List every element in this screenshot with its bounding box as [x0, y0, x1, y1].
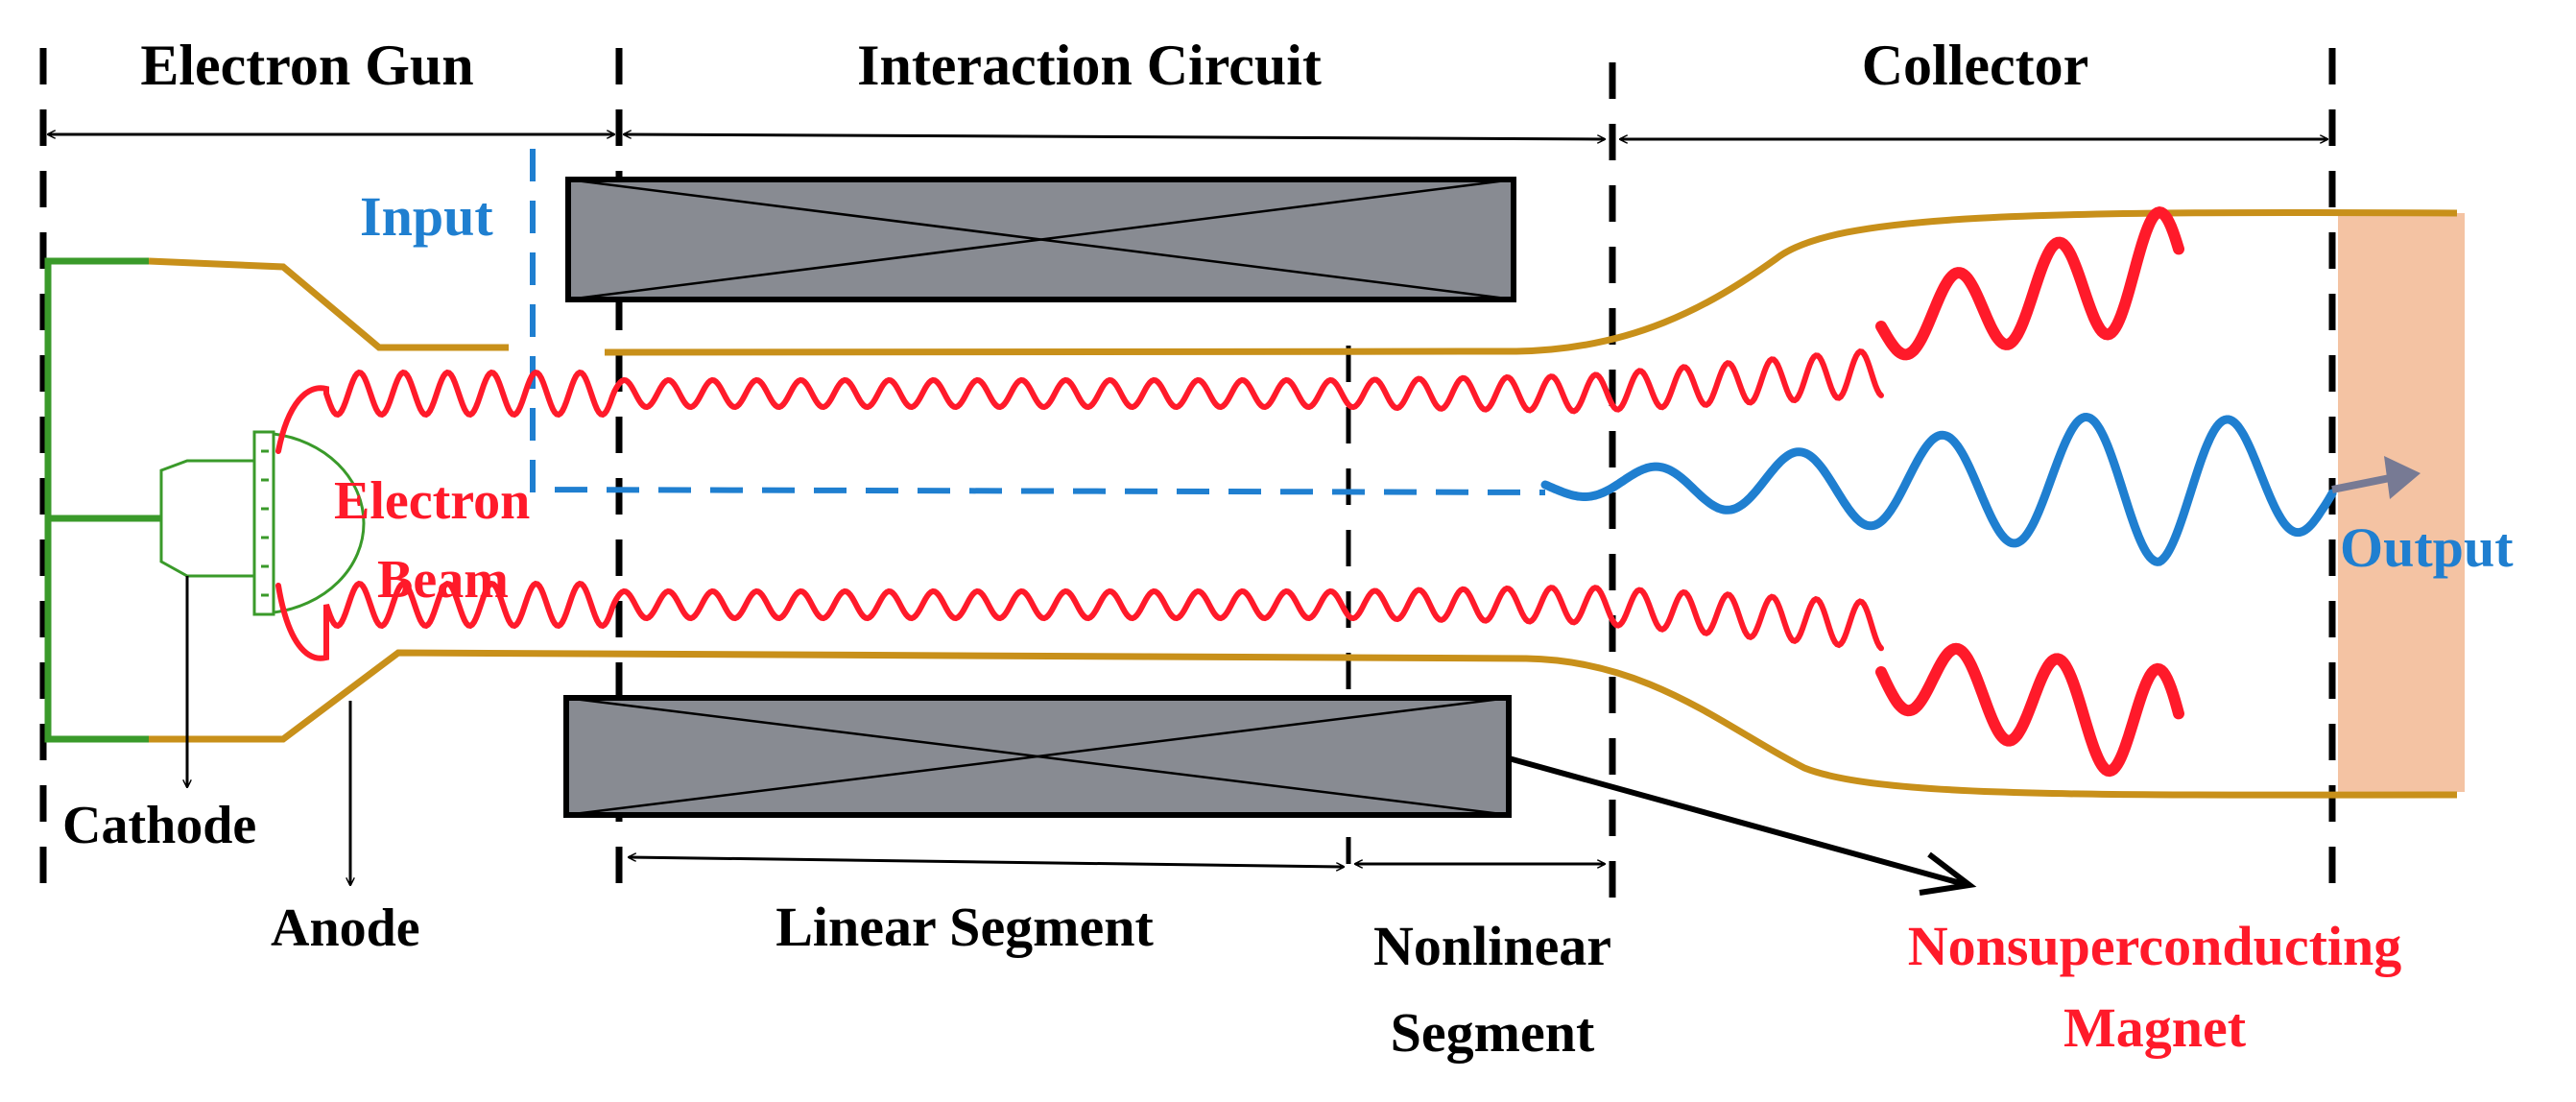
- label-input: Input: [360, 185, 493, 248]
- cathode-body: [159, 459, 256, 578]
- input-coupler: [530, 149, 1546, 495]
- arrow-linear-segment: [629, 857, 1344, 867]
- magnet-pointer-line: [1508, 755, 1968, 888]
- output-arrow-head: [2384, 456, 2421, 499]
- cathode-assembly: [159, 430, 366, 616]
- magnet-pointer-head: [1919, 851, 1977, 896]
- rf-signal-wave: [1540, 412, 2337, 566]
- section-arrows: [48, 134, 2327, 867]
- label-collector: Collector: [1862, 34, 2089, 97]
- gun-wall-top: [148, 257, 509, 351]
- magnet-top: [565, 177, 1516, 302]
- label-interaction-circuit: Interaction Circuit: [857, 34, 1322, 97]
- label-electron-gun: Electron Gun: [140, 34, 473, 97]
- pointer-arrows: [187, 576, 350, 885]
- label-output: Output: [2340, 516, 2514, 579]
- electron-beam-bottom-spent: [1875, 642, 2184, 778]
- label-nonlinear-segment-2: Segment: [1391, 1001, 1595, 1064]
- electron-beam-bottom: [275, 580, 1884, 661]
- electron-beam-top-spent: [1875, 206, 2184, 361]
- label-cathode: Cathode: [62, 796, 256, 855]
- emitter-surface: [273, 432, 366, 614]
- focus-electrode: [252, 430, 275, 616]
- label-electron-beam-1: Electron: [334, 471, 530, 531]
- wall-bottom: [149, 649, 2458, 799]
- output-window: [2338, 213, 2465, 792]
- label-anode: Anode: [271, 898, 420, 958]
- cathode-supply-line: [44, 257, 149, 743]
- label-magnet-2: Magnet: [2063, 996, 2247, 1059]
- label-linear-segment: Linear Segment: [775, 896, 1154, 958]
- arrow-interaction-circuit: [624, 134, 1605, 139]
- label-magnet-1: Nonsuperconducting: [1908, 915, 2402, 977]
- cathode-circuit: [44, 257, 161, 743]
- emitter-ticks: [261, 449, 269, 597]
- output-arrow-shaft: [2331, 474, 2391, 493]
- electron-beam-top: [275, 348, 1884, 454]
- label-nonlinear-segment-1: Nonlinear: [1373, 915, 1611, 977]
- magnet-bottom: [563, 695, 1512, 818]
- label-electron-beam-2: Beam: [377, 550, 509, 610]
